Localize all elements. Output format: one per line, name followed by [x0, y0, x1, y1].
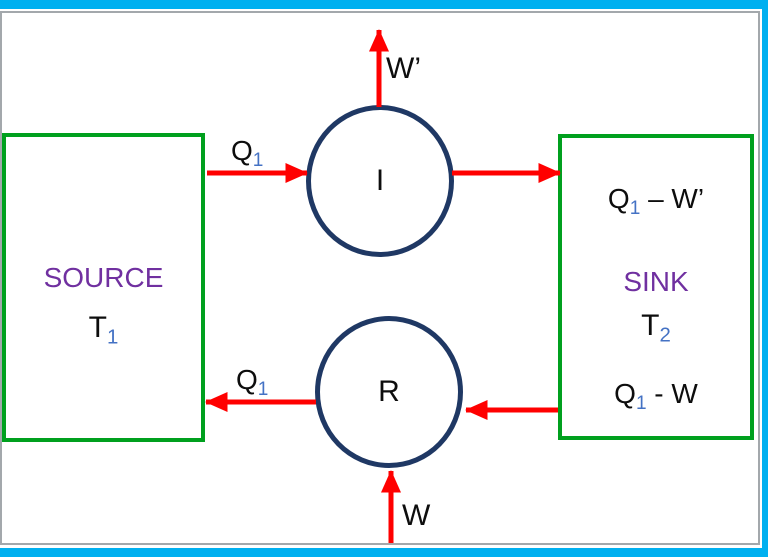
source-title: SOURCE: [43, 262, 164, 293]
sink-heat-out-subscript: 1: [635, 393, 647, 415]
reversible-engine-label: R: [378, 375, 400, 408]
source-temp-subscript: 1: [106, 326, 119, 349]
source-box: SOURCE T1: [2, 133, 205, 442]
q1-bottom-subscript: 1: [257, 379, 269, 401]
q1-top-arrow-label: Q1: [231, 135, 264, 172]
sink-heat-in-rest: – W’: [640, 183, 705, 214]
sink-temperature: T2: [562, 311, 750, 346]
sink-heat-out-base: Q: [614, 378, 636, 409]
sink-temp-base: T: [641, 309, 660, 342]
irreversible-engine-label: I: [375, 164, 385, 197]
sink-heat-out-rest: - W: [646, 378, 698, 409]
sink-box: Q1 – W’ SINK T2 Q1 - W: [558, 134, 754, 440]
sink-temp-subscript: 2: [659, 324, 671, 347]
q1-bottom-base: Q: [236, 364, 258, 395]
q1-top-base: Q: [231, 135, 253, 166]
sink-heat-in-label: Q1 – W’: [562, 183, 750, 220]
sink-heat-in-subscript: 1: [629, 198, 641, 220]
q1-top-subscript: 1: [252, 150, 264, 172]
q1-bottom-arrow-label: Q1: [236, 364, 269, 401]
sink-heat-in-base: Q: [607, 183, 630, 214]
sink-heat-out-label: Q1 - W: [562, 378, 750, 415]
source-temperature: T1: [6, 313, 201, 348]
irreversible-engine-circle: I: [306, 105, 454, 257]
sink-title: SINK: [623, 266, 689, 297]
reversible-engine-circle: R: [315, 316, 463, 468]
source-temp-base: T: [88, 311, 107, 344]
w-prime-arrow-label: W’: [386, 52, 421, 85]
w-arrow-label: W: [402, 499, 431, 532]
